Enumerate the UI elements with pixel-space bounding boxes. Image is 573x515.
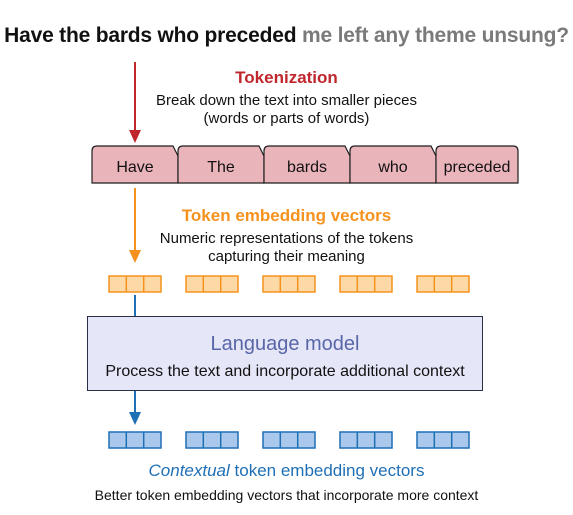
token-tab-4: [349, 145, 437, 184]
token-label-1: Have: [116, 159, 154, 176]
embedding-vector-2: [185, 275, 239, 293]
token-tab-3: [263, 145, 351, 184]
contextual-embedding-title: Contextual token embedding vectors: [0, 461, 573, 481]
input-sentence: Have the bards who preceded me left any …: [0, 24, 573, 48]
embedding-vector-5: [416, 275, 470, 293]
token-embedding-title: Token embedding vectors: [181, 206, 392, 225]
contextual-embedding-vectors: [108, 431, 470, 449]
token-label-4: who: [378, 159, 408, 176]
contextual-title-rest: token embedding vectors: [229, 461, 425, 480]
contextual-vector-1: [108, 431, 162, 449]
language-model-title: Language model: [210, 333, 360, 355]
contextual-vector-5: [416, 431, 470, 449]
token-embedding-description-line-2: capturing their meaning: [208, 248, 365, 265]
sentence-processed-part: Have the bards who preceded: [4, 24, 297, 47]
token-embedding-vectors: [108, 275, 470, 293]
language-model-box: Language model Process the text and inco…: [87, 316, 483, 391]
tokenization-title: Tokenization: [235, 68, 338, 87]
contextual-vector-4: [339, 431, 393, 449]
embedding-arrowhead: [129, 250, 141, 263]
token-embedding-description-line-1: Numeric representations of the tokens: [159, 230, 414, 247]
token-label-5: preceded: [443, 159, 511, 176]
contextual-embedding-description: Better token embedding vectors that inco…: [94, 487, 479, 503]
contextual-arrowhead: [129, 412, 141, 425]
token-tab-2: [177, 145, 265, 184]
token-label-2: The: [207, 159, 235, 176]
tokenization-description-line-2: (words or parts of words): [203, 110, 370, 127]
contextual-word: Contextual: [148, 461, 230, 480]
token-label-3: bards: [286, 159, 328, 176]
embedding-vector-1: [108, 275, 162, 293]
embedding-vector-4: [339, 275, 393, 293]
tokenization-description-line-1: Break down the text into smaller pieces: [156, 92, 417, 109]
tokenization-arrowhead: [129, 130, 141, 143]
sentence-remaining-part: me left any theme unsung?: [301, 24, 569, 47]
language-model-description: Process the text and incorporate additio…: [105, 363, 465, 380]
contextual-vector-2: [185, 431, 239, 449]
token-row: [91, 145, 519, 184]
embedding-vector-3: [262, 275, 316, 293]
contextual-vector-3: [262, 431, 316, 449]
token-tab-5: [435, 145, 519, 184]
token-tab-1: [91, 145, 179, 184]
